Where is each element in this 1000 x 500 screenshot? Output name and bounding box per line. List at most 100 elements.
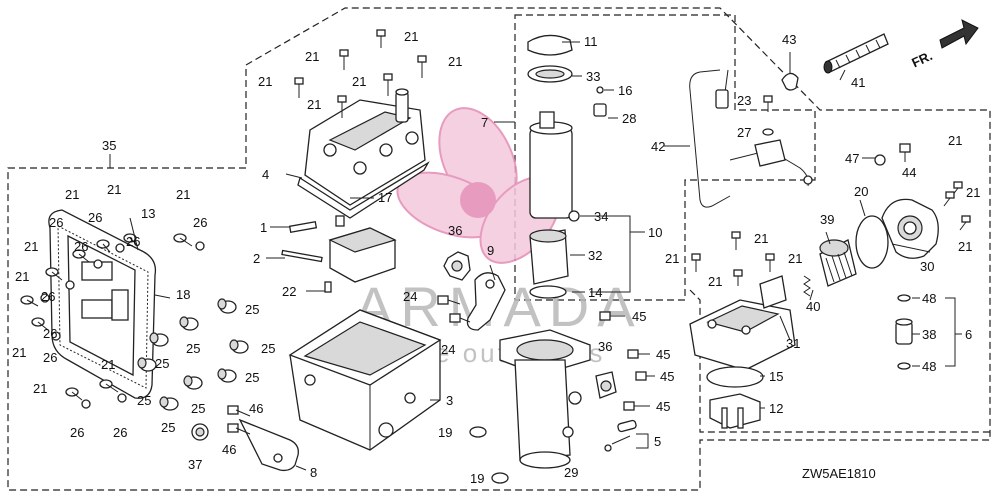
filter-element-39 [819, 239, 857, 287]
callout-27: 27 [737, 125, 751, 140]
callout-21: 21 [176, 187, 190, 202]
bolts-44-47 [874, 143, 911, 166]
callout-21: 21 [15, 269, 29, 284]
valve-12 [709, 393, 761, 429]
callout-25: 25 [137, 393, 151, 408]
callout-39: 39 [820, 212, 834, 227]
callout-32: 32 [588, 248, 602, 263]
gasket-outline [57, 225, 149, 389]
callout-29: 29 [564, 465, 578, 480]
callout-26: 26 [70, 425, 84, 440]
callout-45: 45 [656, 347, 670, 362]
callout-21: 21 [448, 54, 462, 69]
callout-26: 26 [113, 425, 127, 440]
callout-26: 26 [43, 326, 57, 341]
callout-21: 21 [708, 274, 722, 289]
callout-28: 28 [622, 111, 636, 126]
callout-45: 45 [656, 399, 670, 414]
callout-43: 43 [782, 32, 796, 47]
callout-7: 7 [481, 115, 488, 130]
wire-harness-42 [689, 69, 813, 208]
filter-bracket-31 [689, 275, 796, 371]
callout-21: 21 [305, 49, 319, 64]
callout-25: 25 [186, 341, 200, 356]
callout-26: 26 [126, 234, 140, 249]
callout-labels: 35 21 21 21 21 21 21 4 17 11 33 16 7 28 … [12, 29, 980, 486]
callout-21: 21 [948, 133, 962, 148]
callout-31: 31 [786, 336, 800, 351]
callout-4: 4 [262, 167, 269, 182]
callout-25: 25 [161, 420, 175, 435]
callout-26: 26 [43, 350, 57, 365]
callout-20: 20 [854, 184, 868, 199]
fuel-pump-7 [527, 34, 607, 299]
callout-34: 34 [594, 209, 608, 224]
callout-42: 42 [651, 139, 665, 154]
callout-46: 46 [222, 442, 236, 457]
callout-48: 48 [922, 359, 936, 374]
group-outline-6 [689, 289, 990, 433]
callout-24: 24 [441, 342, 455, 357]
small-bolts-23-27 [762, 95, 774, 136]
front-direction-indicator: FR. [909, 19, 979, 70]
callout-45: 45 [660, 369, 674, 384]
callout-16: 16 [618, 83, 632, 98]
callout-14: 14 [588, 285, 602, 300]
callout-8: 8 [310, 465, 317, 480]
callout-26: 26 [74, 239, 88, 254]
callout-21: 21 [12, 345, 26, 360]
lower-left-parts [191, 405, 299, 472]
callout-6: 6 [965, 327, 972, 342]
o-ring-20 [855, 215, 889, 269]
callout-21: 21 [958, 239, 972, 254]
cover-bolts-21 [294, 29, 427, 118]
filter-cover-30 [881, 198, 939, 259]
callout-18: 18 [176, 287, 190, 302]
leader-lines [109, 41, 962, 471]
cover-window-3 [111, 289, 129, 321]
gear-and-bracket-9 [437, 251, 506, 331]
right-bolts-21 [691, 181, 971, 286]
callout-11: 11 [584, 34, 598, 49]
callout-30: 30 [920, 259, 934, 274]
callout-40: 40 [806, 299, 820, 314]
callout-38: 38 [922, 327, 936, 342]
bushings-25 [137, 298, 249, 411]
callout-46: 46 [249, 401, 263, 416]
callout-36: 36 [448, 223, 462, 238]
callout-2: 2 [253, 251, 260, 266]
front-label: FR. [909, 48, 934, 70]
small-parts-5 [604, 435, 631, 452]
callout-25: 25 [191, 401, 205, 416]
callout-21: 21 [788, 251, 802, 266]
callout-26: 26 [41, 289, 55, 304]
callout-5: 5 [654, 434, 661, 449]
callout-21: 21 [107, 182, 121, 197]
callout-25: 25 [245, 370, 259, 385]
callout-21: 21 [24, 239, 38, 254]
callout-21: 21 [101, 357, 115, 372]
callout-12: 12 [769, 401, 783, 416]
cover-window-2 [81, 299, 113, 319]
callout-21: 21 [258, 74, 272, 89]
callout-33: 33 [586, 69, 600, 84]
callout-25: 25 [155, 356, 169, 371]
callout-36: 36 [598, 339, 612, 354]
check-valve-assembly-6 [895, 294, 913, 370]
callout-41: 41 [851, 75, 865, 90]
callout-21: 21 [33, 381, 47, 396]
spring-40 [803, 275, 811, 297]
bolts-45 [599, 311, 655, 411]
callout-37: 37 [188, 457, 202, 472]
callout-3: 3 [446, 393, 453, 408]
callout-21: 21 [754, 231, 768, 246]
callout-15: 15 [769, 369, 783, 384]
callout-21: 21 [404, 29, 418, 44]
callout-23: 23 [737, 93, 751, 108]
callout-9: 9 [487, 243, 494, 258]
float-chamber-3 [288, 309, 442, 451]
callout-21: 21 [307, 97, 321, 112]
sensor-module-2 [281, 221, 397, 293]
callout-10: 10 [648, 225, 662, 240]
